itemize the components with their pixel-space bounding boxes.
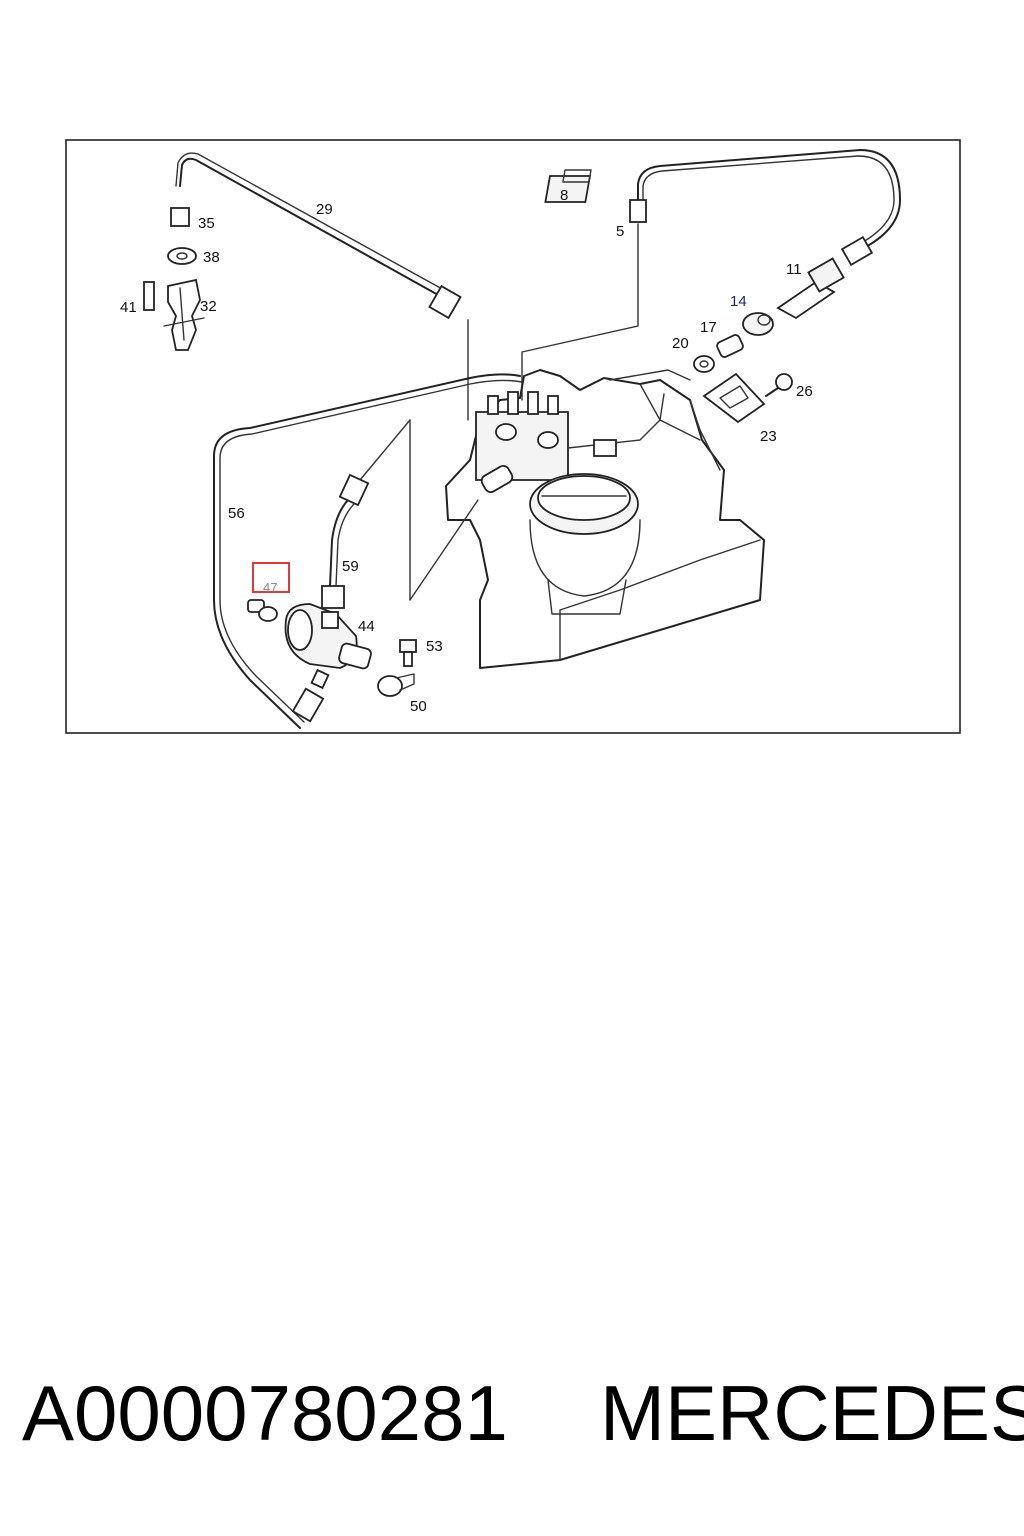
o-ring-20 xyxy=(693,355,715,373)
fuel-line-56 xyxy=(213,373,521,729)
exploded-parts-diagram: 29 35 38 41 32 8 5 11 14 17 20 26 23 56 … xyxy=(65,139,961,734)
fitting-35 xyxy=(170,207,190,227)
callout-44: 44 xyxy=(358,618,375,635)
callout-56: 56 xyxy=(228,505,245,522)
callout-50: 50 xyxy=(410,698,427,715)
brand-label: MERCEDES xyxy=(600,1369,1024,1457)
callout-17: 17 xyxy=(700,319,717,336)
callout-38: 38 xyxy=(203,249,220,266)
fuel-line-29 xyxy=(179,157,441,297)
bolt-26 xyxy=(775,373,793,391)
callout-41: 41 xyxy=(120,299,137,316)
bolt-53 xyxy=(399,639,417,653)
line-nut-29 xyxy=(428,284,462,320)
callout-20: 20 xyxy=(672,335,689,352)
callout-14: 14 xyxy=(730,293,747,310)
plug-14 xyxy=(742,312,774,336)
callout-5: 5 xyxy=(616,223,624,240)
callout-29: 29 xyxy=(316,201,333,218)
callout-35: 35 xyxy=(198,215,215,232)
valve-32 xyxy=(167,278,201,351)
fuel-line-upper-right xyxy=(637,149,901,251)
line-nut-11 xyxy=(840,235,874,267)
callout-47: 47 xyxy=(263,580,277,595)
screw-47 xyxy=(247,599,265,613)
bolt-41 xyxy=(143,281,155,311)
bracket-23 xyxy=(702,372,766,424)
clip-50 xyxy=(377,675,403,697)
washer-38 xyxy=(167,247,197,265)
line-nut-59-bottom xyxy=(321,585,345,609)
callout-8: 8 xyxy=(560,187,568,204)
callout-53: 53 xyxy=(426,638,443,655)
line-nut-5 xyxy=(629,199,647,223)
highlight-box xyxy=(252,562,290,593)
callout-32: 32 xyxy=(200,298,217,315)
intake-manifold xyxy=(445,369,765,669)
callout-23: 23 xyxy=(760,428,777,445)
callout-59: 59 xyxy=(342,558,359,575)
sleeve-17 xyxy=(716,334,744,358)
callout-11: 11 xyxy=(786,261,802,278)
line-nut-59-top xyxy=(338,473,370,507)
line-nut-56 xyxy=(291,687,325,723)
callout-26: 26 xyxy=(796,383,813,400)
part-number-label: A0000780281 xyxy=(22,1369,508,1457)
